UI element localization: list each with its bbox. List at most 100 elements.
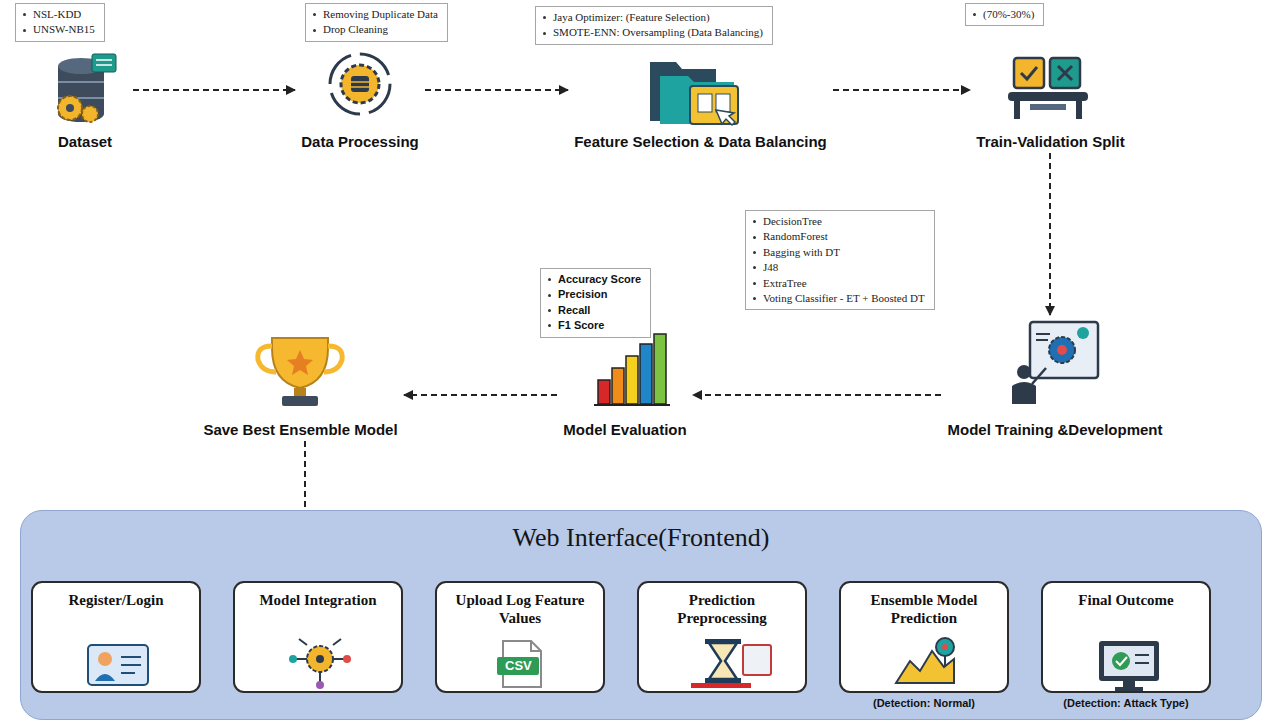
stage-node: Save Best Ensemble Model [200, 328, 401, 438]
bullet-item: NSL-KDD [23, 7, 95, 22]
process-box: Upload Log Feature ValuesCSV [435, 581, 605, 693]
bullet-text: ExtraTree [763, 276, 807, 291]
stage-label: Data Processing [301, 133, 419, 150]
stage-label: Train-Validation Split [976, 133, 1124, 150]
process-box: Prediction Preprocessing [637, 581, 807, 693]
bullet-dot [753, 297, 756, 300]
bullet-dot [753, 251, 756, 254]
bullet-box: Accuracy ScorePrecisionRecallF1 Score [540, 268, 651, 338]
processing-icon [330, 54, 390, 114]
bullet-item: Voting Classifier - ET + Boosted DT [753, 291, 925, 306]
bullet-text: RandomForest [763, 229, 828, 244]
process-box: Ensemble Model Prediction [839, 581, 1009, 693]
dashed-arrow [1049, 153, 1051, 315]
bullet-item: Removing Duplicate Data [313, 7, 438, 22]
bullet-item: (70%-30%) [973, 7, 1034, 22]
detection-note: (Detection: Attack Type) [1041, 697, 1211, 709]
bullet-text: (70%-30%) [983, 7, 1034, 22]
frontend-band: Web Interface(Frontend) Register/Login Mod… [20, 510, 1262, 720]
bullet-item: SMOTE-ENN: Oversampling (Data Balancing) [543, 25, 763, 40]
stage-node: Model Evaluation [560, 322, 690, 438]
bullet-item: F1 Score [548, 318, 641, 333]
bullet-item: ExtraTree [753, 276, 925, 291]
bullet-item: Accuracy Score [548, 272, 641, 287]
bullet-box: (70%-30%) [965, 3, 1044, 26]
process-box: Model Integration [233, 581, 403, 693]
stage-node: Feature Selection & Data Balancing [571, 55, 830, 150]
box-label: Register/Login [33, 583, 199, 609]
stage-label: Dataset [58, 133, 112, 150]
bullet-item: Recall [548, 303, 641, 318]
dashed-arrow [693, 394, 941, 396]
bullet-text: Removing Duplicate Data [323, 7, 438, 22]
bullet-dot [313, 29, 316, 32]
bullet-text: Drop Cleaning [323, 22, 388, 37]
box-label: Upload Log Feature Values [437, 583, 603, 627]
bullet-text: NSL-KDD [33, 7, 81, 22]
bullet-dot [313, 13, 316, 16]
stage-label: Model Training &Development [947, 421, 1162, 438]
bullet-dot [548, 294, 551, 297]
bullet-item: Bagging with DT [753, 245, 925, 260]
bullet-item: UNSW-NB15 [23, 22, 95, 37]
bullet-text: F1 Score [558, 318, 604, 333]
dashed-arrow [425, 89, 568, 91]
process-box: Register/Login [31, 581, 201, 693]
folders-icon [650, 62, 738, 125]
bullet-text: Accuracy Score [558, 272, 641, 287]
bullet-text: Jaya Optimizer: (Feature Selection) [553, 10, 710, 25]
bullet-dot [23, 29, 26, 32]
bullet-dot [23, 13, 26, 16]
dashed-arrow [833, 89, 970, 91]
bullet-dot [548, 309, 551, 312]
bullet-text: J48 [763, 260, 778, 275]
bullet-dot [753, 236, 756, 239]
box-label: Ensemble Model Prediction [841, 583, 1007, 627]
bullet-dot [753, 220, 756, 223]
bullet-dot [753, 266, 756, 269]
bullet-box: Jaya Optimizer: (Feature Selection)SMOTE… [535, 6, 773, 45]
bullet-text: Bagging with DT [763, 245, 840, 260]
bullet-box: Removing Duplicate DataDrop Cleaning [305, 3, 448, 42]
bullet-text: Precision [558, 287, 608, 302]
training-icon [1012, 322, 1098, 404]
stage-label: Model Evaluation [563, 421, 686, 438]
bullet-dot [543, 32, 546, 35]
bullet-dot [543, 16, 546, 19]
stage-label: Feature Selection & Data Balancing [574, 133, 827, 150]
bullet-text: UNSW-NB15 [33, 22, 95, 37]
bullet-item: DecisionTree [753, 214, 925, 229]
bullet-item: RandomForest [753, 229, 925, 244]
bullet-item: Precision [548, 287, 641, 302]
box-label: Final Outcome [1043, 583, 1209, 609]
dashed-arrow [404, 394, 557, 396]
band-title: Web Interface(Frontend) [21, 523, 1261, 553]
split-icon [1008, 58, 1088, 119]
bar-chart-icon [594, 334, 670, 405]
bullet-dot [973, 13, 976, 16]
trophy-icon [258, 338, 342, 406]
bullet-item: Jaya Optimizer: (Feature Selection) [543, 10, 763, 25]
bullet-text: DecisionTree [763, 214, 822, 229]
stage-node: Train-Validation Split [973, 50, 1128, 150]
bullet-text: Recall [558, 303, 590, 318]
stage-node: Data Processing [298, 50, 422, 150]
stage-node: Model Training &Development [944, 318, 1166, 438]
box-label: Model Integration [235, 583, 401, 609]
bullet-box: NSL-KDDUNSW-NB15 [15, 3, 105, 42]
stage-label: Save Best Ensemble Model [203, 421, 397, 438]
database-icon [58, 54, 116, 122]
detection-note: (Detection: Normal) [839, 697, 1009, 709]
bullet-box: DecisionTreeRandomForestBagging with DTJ… [745, 210, 935, 310]
bullet-dot [548, 324, 551, 327]
dashed-arrow [133, 89, 295, 91]
bullet-item: Drop Cleaning [313, 22, 438, 37]
bullet-item: J48 [753, 260, 925, 275]
bullet-text: Voting Classifier - ET + Boosted DT [763, 291, 925, 306]
stage-node: Dataset [40, 50, 130, 150]
bullet-text: SMOTE-ENN: Oversampling (Data Balancing) [553, 25, 763, 40]
bullet-dot [753, 282, 756, 285]
process-box: Final Outcome [1041, 581, 1211, 693]
